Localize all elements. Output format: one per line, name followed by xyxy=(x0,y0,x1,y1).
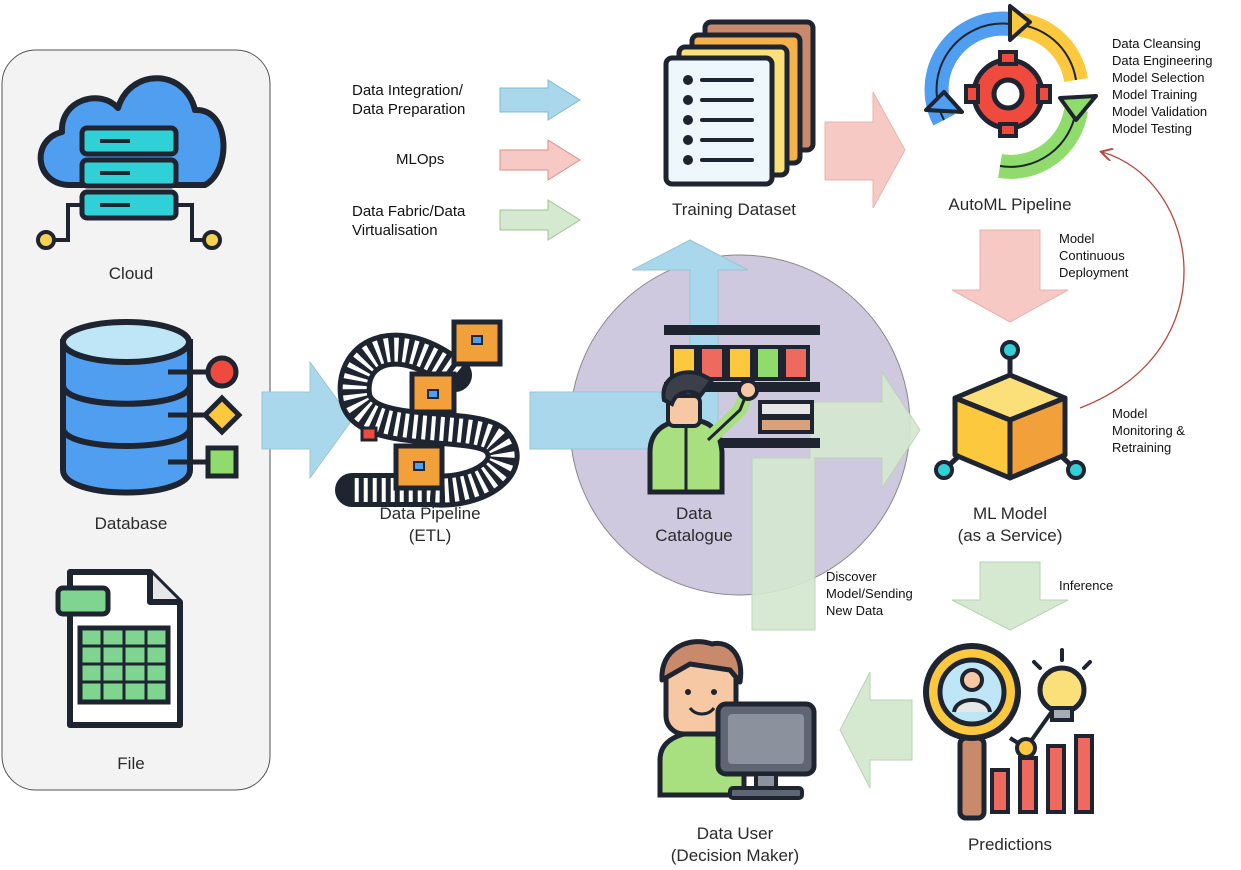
monitoring-annotation: Model Monitoring & Retraining xyxy=(1112,405,1222,456)
discover-line1: Discover xyxy=(826,569,877,584)
automl-step: Model Testing xyxy=(1112,121,1192,136)
arrow-model-to-predictions xyxy=(951,561,1069,631)
data-user-label: Data User (Decision Maker) xyxy=(640,823,830,867)
monitoring-line1: Model xyxy=(1112,406,1148,421)
discover-line3: New Data xyxy=(826,603,884,618)
deployment-line3: Deployment xyxy=(1059,265,1129,280)
legend-green-label: Data Fabric/Data Virtualisation xyxy=(352,202,502,240)
documents-icon xyxy=(663,19,816,187)
pipeline-label: Data Pipeline (ETL) xyxy=(350,503,510,547)
arrow-sources-to-pipeline xyxy=(261,360,353,480)
conveyor-icon xyxy=(335,319,520,508)
legend-arrow-red xyxy=(499,139,581,181)
ml-model-label-line1: ML Model xyxy=(972,504,1047,523)
catalogue-label-line1: Data xyxy=(676,504,712,523)
automl-step: Model Selection xyxy=(1112,70,1205,85)
deployment-annotation: Model Continuous Deployment xyxy=(1059,230,1169,281)
legend-blue-label: Data Integration/ Data Preparation xyxy=(352,81,502,119)
automl-step: Data Engineering xyxy=(1112,53,1213,68)
database-icon xyxy=(60,319,243,496)
legend-arrow-green xyxy=(499,199,581,241)
legend-arrow-blue xyxy=(499,79,581,121)
legend-green-line1: Data Fabric/Data xyxy=(352,203,466,220)
database-label: Database xyxy=(94,514,168,533)
file-icon xyxy=(55,569,183,728)
cloud-label: Cloud xyxy=(108,264,154,283)
legend-green-line2: Virtualisation xyxy=(352,222,438,239)
deployment-line2: Continuous xyxy=(1059,248,1125,263)
pipeline-label-line2: (ETL) xyxy=(408,526,452,545)
legend-red-label: MLOps xyxy=(396,151,445,168)
pipeline-label-line1: Data Pipeline xyxy=(379,504,481,523)
cloud-icon xyxy=(36,75,227,250)
predictions-label: Predictions xyxy=(967,835,1053,854)
deployment-line1: Model xyxy=(1059,231,1095,246)
discover-annotation: Discover Model/Sending New Data xyxy=(826,568,946,619)
training-dataset-label: Training Dataset xyxy=(671,200,797,219)
predictions-icon xyxy=(923,643,1094,821)
monitoring-line3: Retraining xyxy=(1112,440,1172,455)
automl-gear-icon xyxy=(924,4,1098,179)
arrow-retraining-feedback xyxy=(1079,152,1185,409)
arrow-catalogue-to-model xyxy=(751,370,921,631)
file-label: File xyxy=(117,754,145,773)
arrow-training-to-automl xyxy=(824,91,906,209)
librarian-icon xyxy=(647,370,759,495)
monitoring-line2: Monitoring & xyxy=(1112,423,1185,438)
catalogue-label-line2: Catalogue xyxy=(655,526,733,545)
automl-step: Model Training xyxy=(1112,87,1198,102)
legend-blue-line1: Data Integration/ xyxy=(352,82,463,99)
discover-line2: Model/Sending xyxy=(826,586,913,601)
automl-steps-list: Data Cleansing Data Engineering Model Se… xyxy=(1112,35,1237,137)
inference-annotation: Inference xyxy=(1059,578,1114,593)
automl-label: AutoML Pipeline xyxy=(948,195,1072,214)
ml-model-label-line2: (as a Service) xyxy=(957,526,1063,545)
data-user-label-line2: (Decision Maker) xyxy=(670,846,800,865)
data-user-icon xyxy=(657,639,817,800)
ml-model-label: ML Model (as a Service) xyxy=(930,503,1090,547)
arrow-predictions-to-user xyxy=(839,671,913,789)
ml-model-cube-icon xyxy=(934,340,1086,481)
catalogue-label: Data Catalogue xyxy=(634,503,754,547)
automl-step: Data Cleansing xyxy=(1112,36,1201,51)
automl-step: Model Validation xyxy=(1112,104,1208,119)
arrow-automl-to-model xyxy=(951,229,1069,323)
data-user-label-line1: Data User xyxy=(696,824,774,843)
legend-blue-line2: Data Preparation xyxy=(352,101,466,118)
